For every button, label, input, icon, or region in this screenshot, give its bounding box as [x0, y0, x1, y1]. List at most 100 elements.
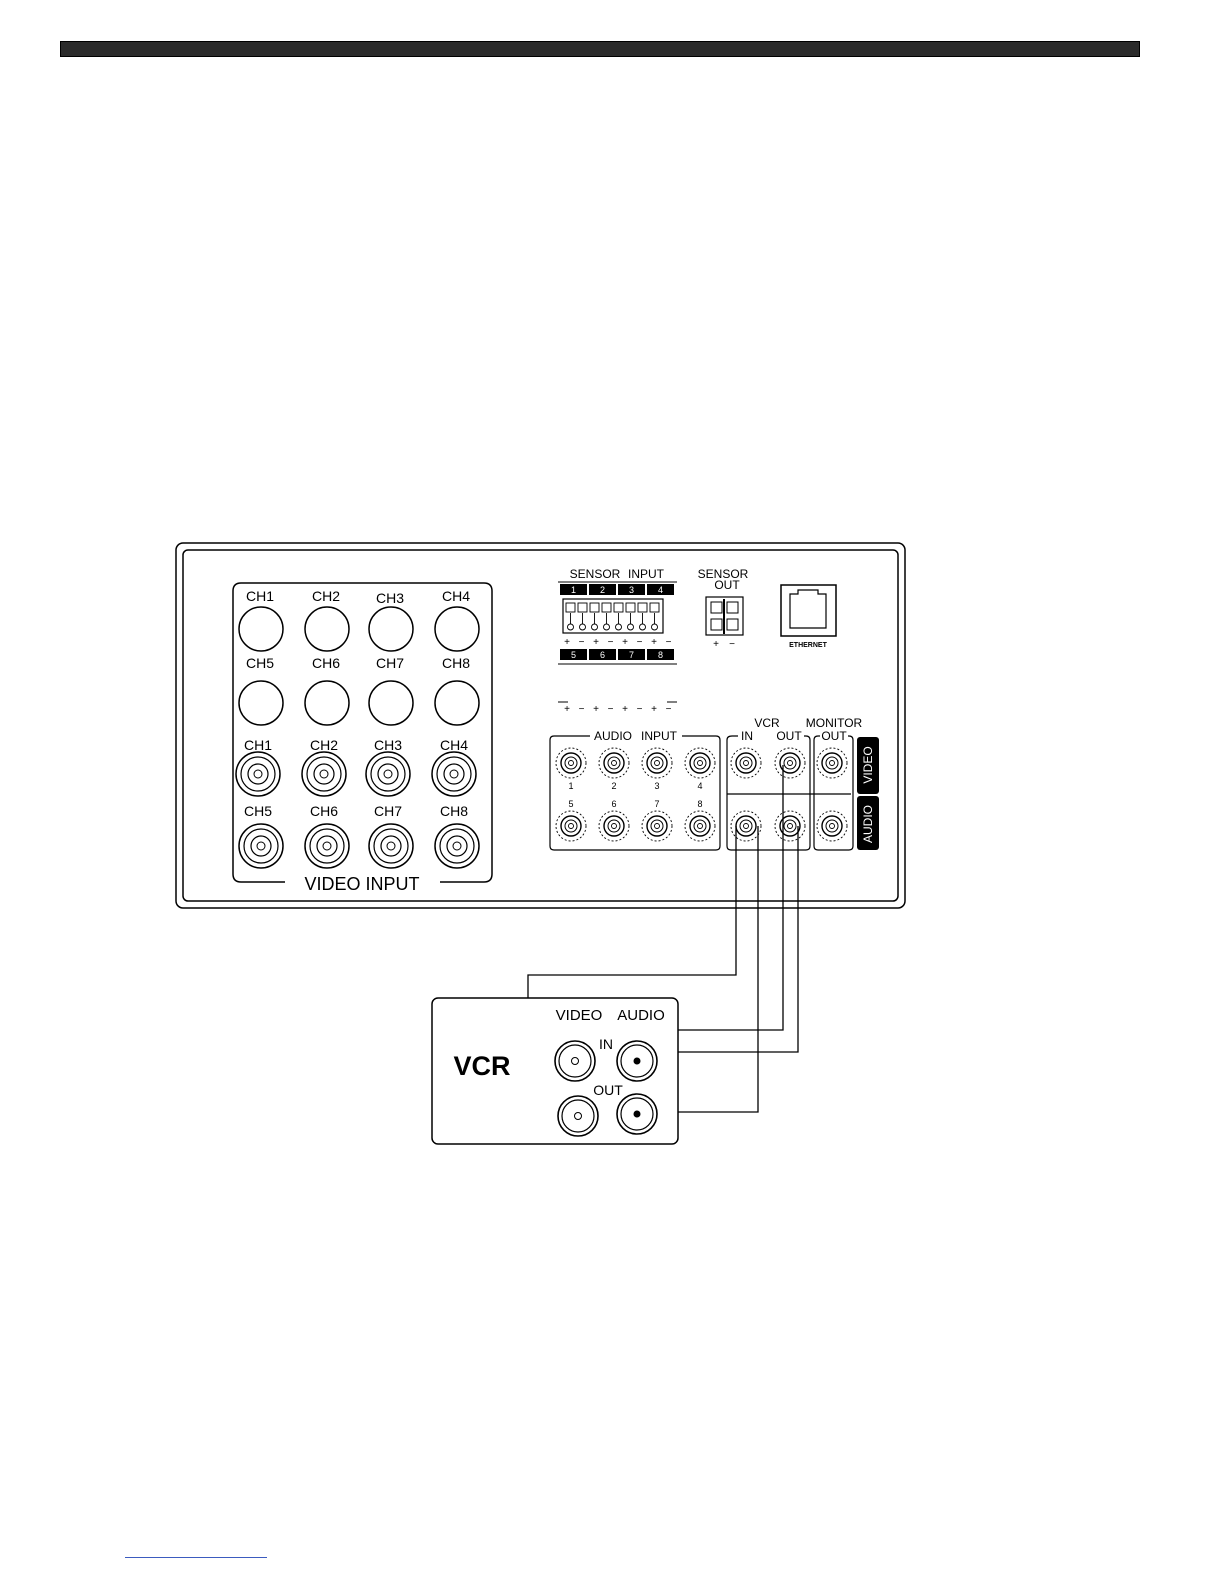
audio-input-number-8: 8: [697, 799, 702, 809]
sensor-polarity-8: −: [666, 637, 672, 648]
bnc-label-2: CH2: [312, 588, 340, 604]
audio-polarity-row: +−+−+−+−: [558, 702, 677, 715]
vcr-device-out-label: OUT: [593, 1082, 623, 1098]
audio-input-jack-8[interactable]: [685, 811, 715, 841]
audio-input-number-3: 3: [654, 781, 659, 791]
bnc-jack-ch7[interactable]: [369, 681, 413, 725]
sensor-polarity-2: −: [579, 637, 585, 648]
sensor-out-minus: −: [729, 639, 735, 650]
rca-jack-ch4[interactable]: [432, 752, 476, 796]
rca-label-6: CH6: [310, 803, 338, 819]
sensor-number-7: 7: [629, 650, 634, 660]
ethernet-label: ETHERNET: [789, 642, 827, 649]
vcr-video-out-port[interactable]: [775, 748, 805, 778]
audio-input-jack-2[interactable]: [599, 748, 629, 778]
audio-input-number-5: 5: [568, 799, 573, 809]
bnc-label-6: CH6: [312, 655, 340, 671]
bnc-jack-ch6[interactable]: [305, 681, 349, 725]
bnc-label-4: CH4: [442, 588, 470, 604]
audio-input-jacks: 12345678: [556, 748, 715, 841]
rca-jack-ch5[interactable]: [239, 824, 283, 868]
monitor-out-label: OUT: [821, 729, 847, 743]
sensor-out-line2: OUT: [714, 578, 740, 592]
audio-input-number-2: 2: [611, 781, 616, 791]
bnc-label-8: CH8: [442, 655, 470, 671]
ethernet-port[interactable]: ETHERNET: [781, 585, 836, 649]
vcr-panel-in-label: IN: [741, 729, 753, 743]
bnc-jack-ch3[interactable]: [369, 607, 413, 651]
bnc-jack-ch5[interactable]: [239, 681, 283, 725]
audio-input-label-left: AUDIO: [594, 729, 632, 743]
bnc-label-1: CH1: [246, 588, 274, 604]
audio-input-jack-3[interactable]: [642, 748, 672, 778]
bnc-jack-ch2[interactable]: [305, 607, 349, 651]
sensor-number-4: 4: [658, 585, 663, 595]
loose-polarity-5: +: [622, 704, 628, 715]
rca-label-5: CH5: [244, 803, 272, 819]
video-input-label: VIDEO INPUT: [304, 874, 419, 894]
loose-polarity-1: +: [564, 704, 570, 715]
audio-input-label-right: INPUT: [641, 729, 678, 743]
audio-input-jack-4[interactable]: [685, 748, 715, 778]
sensor-input-label-left: SENSOR: [570, 567, 621, 581]
footer-rule: [125, 1557, 267, 1558]
rca-label-1: CH1: [244, 737, 272, 753]
bnc-jack-ch8[interactable]: [435, 681, 479, 725]
audio-input-number-4: 4: [697, 781, 702, 791]
bnc-jack-ch1[interactable]: [239, 607, 283, 651]
loose-polarity-4: −: [608, 704, 614, 715]
rca-jack-ch1[interactable]: [236, 752, 280, 796]
sensor-polarity-3: +: [593, 637, 599, 648]
bnc-jack-ch4[interactable]: [435, 607, 479, 651]
vcr-device-in-label: IN: [599, 1036, 613, 1052]
loose-polarity-7: +: [651, 704, 657, 715]
rca-jack-ch7[interactable]: [369, 824, 413, 868]
loose-polarity-6: −: [637, 704, 643, 715]
audio-input-jack-5[interactable]: [556, 811, 586, 841]
audio-input-jack-7[interactable]: [642, 811, 672, 841]
vcr-device-name: VCR: [453, 1051, 510, 1081]
vcr-video-in-jack[interactable]: [555, 1041, 595, 1081]
monitor-audio-out-port[interactable]: [817, 811, 847, 841]
vcr-panel-title: VCR: [754, 716, 780, 730]
sensor-polarity-7: +: [651, 637, 657, 648]
vcr-video-in-port[interactable]: [731, 748, 761, 778]
audio-input-number-6: 6: [611, 799, 616, 809]
audio-side-tab-label: AUDIO: [861, 805, 875, 843]
video-side-tab-label: VIDEO: [861, 746, 875, 783]
loose-polarity-3: +: [593, 704, 599, 715]
rca-jack-ch8[interactable]: [435, 824, 479, 868]
sensor-polarity-5: +: [622, 637, 628, 648]
vcr-audio-out-jack[interactable]: [617, 1094, 657, 1134]
vcr-panel-out-label: OUT: [776, 729, 802, 743]
bnc-label-5: CH5: [246, 655, 274, 671]
sensor-input-block: SENSOR INPUT 1234 +−+−+−+− 5678: [558, 567, 677, 664]
vcr-device-audio-label: AUDIO: [617, 1007, 665, 1024]
rca-jack-ch3[interactable]: [366, 752, 410, 796]
bnc-label-7: CH7: [376, 655, 404, 671]
vcr-audio-out-port[interactable]: [775, 811, 805, 841]
sensor-number-8: 8: [658, 650, 663, 660]
sensor-number-1: 1: [571, 585, 576, 595]
sensor-polarity-4: −: [608, 637, 614, 648]
monitor-video-out-port[interactable]: [817, 748, 847, 778]
sensor-number-5: 5: [571, 650, 576, 660]
rca-label-4: CH4: [440, 737, 468, 753]
audio-input-jack-6[interactable]: [599, 811, 629, 841]
vcr-device-video-label: VIDEO: [556, 1007, 603, 1024]
rca-label-3: CH3: [374, 737, 402, 753]
sensor-number-3: 3: [629, 585, 634, 595]
vcr-audio-in-jack[interactable]: [617, 1041, 657, 1081]
vcr-video-out-jack[interactable]: [558, 1096, 598, 1136]
rca-jack-ch6[interactable]: [305, 824, 349, 868]
audio-input-jack-1[interactable]: [556, 748, 586, 778]
loose-polarity-8: −: [666, 704, 672, 715]
monitor-title: MONITOR: [806, 716, 863, 730]
rca-jack-ch2[interactable]: [302, 752, 346, 796]
sensor-polarity-6: −: [637, 637, 643, 648]
sensor-out-plus: +: [713, 639, 719, 650]
loose-polarity-2: −: [579, 704, 585, 715]
